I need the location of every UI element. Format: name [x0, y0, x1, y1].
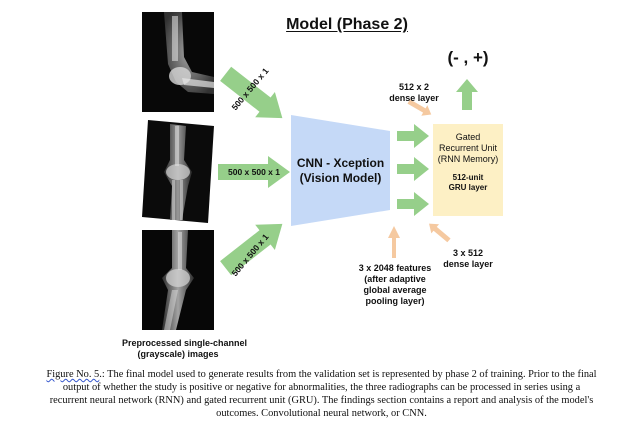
xray-image-ap [142, 120, 214, 223]
features-line4: pooling layer) [365, 296, 425, 306]
arrow-output [456, 79, 478, 110]
caption-line1: The final model used to generate results… [104, 369, 597, 380]
gru-block: Gated Recurrent Unit (RNN Memory) 512-un… [433, 124, 503, 216]
figure-sep: .: [99, 369, 105, 380]
figure-caption: Figure No. 5.: The final model used to g… [5, 368, 638, 420]
dense-bottom-line2: dense layer [443, 259, 493, 269]
input-caption-line2: (grayscale) images [137, 349, 219, 359]
dense-bottom-line1: 3 x 512 [452, 248, 484, 258]
dense-top-line2: dense layer [389, 93, 439, 103]
arrow-input-middle [218, 156, 290, 188]
figure-label: Figure No. 5 [46, 369, 100, 380]
gru-sub-line1: 512-unit [452, 173, 484, 182]
caption-line3: recurrent neural network (RNN) and gated… [49, 395, 594, 406]
arrow-features-up [388, 226, 400, 258]
input-caption: Preprocessed single-channel (grayscale) … [122, 338, 248, 360]
features-line1: 3 x 2048 features [358, 263, 432, 273]
cnn-label: CNN - Xception (Vision Model) [291, 115, 390, 227]
features-line2: (after adaptive [364, 274, 426, 284]
dense-bottom-label: 3 x 512 dense layer [440, 248, 496, 270]
arrow-cnn-gru-2 [397, 157, 429, 181]
arrow-cnn-gru-1 [397, 124, 429, 148]
gru-line2: Recurrent Unit [438, 143, 498, 153]
features-line3: global average [363, 285, 427, 295]
arrow-cnn-gru-3 [397, 192, 429, 216]
xray-image-lateral [142, 12, 214, 112]
dense-top-line1: 512 x 2 [398, 82, 430, 92]
features-label: 3 x 2048 features (after adaptive global… [356, 263, 434, 307]
arrow-dense-top [407, 99, 432, 116]
arrow-input-top [220, 66, 283, 119]
cnn-label-line1: CNN - Xception [296, 156, 385, 170]
caption-line4: outcomes. Convolutional neural network, … [216, 408, 427, 419]
arrow-input-bottom [220, 223, 283, 276]
cnn-block [291, 115, 390, 226]
gru-sub-line2: GRU layer [448, 183, 488, 192]
gru-line1: Gated [455, 132, 481, 142]
diagram-title: Model (Phase 2) [286, 16, 408, 33]
output-label: (- , +) [447, 48, 489, 67]
input-caption-line1: Preprocessed single-channel [122, 338, 248, 348]
dense-top-label: 512 x 2 dense layer [384, 82, 444, 104]
cnn-label-line2: (Vision Model) [299, 171, 382, 185]
gru-line3: (RNN Memory) [437, 154, 499, 164]
arrow-dense-bottom [429, 223, 451, 243]
xray-image-oblique [142, 230, 214, 330]
caption-line2: output of whether the study is positive … [62, 382, 581, 393]
input-size-label-middle: 500 x 500 x 1 [228, 167, 280, 177]
